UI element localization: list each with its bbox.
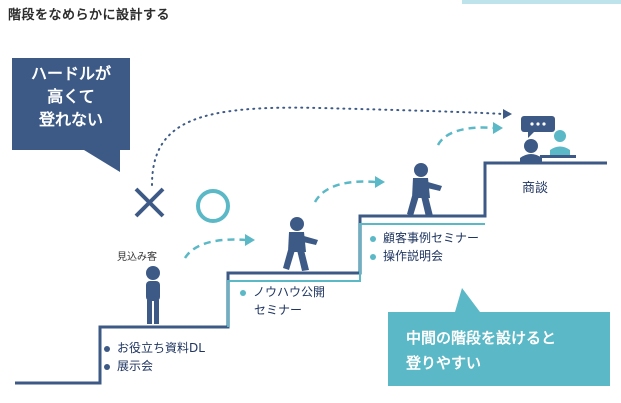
callout-line-2: 登りやすい <box>406 354 482 372</box>
circle-mark <box>196 189 230 223</box>
left-bubble-tail <box>84 150 120 172</box>
dotted-arrow-to-goal <box>151 106 504 186</box>
callout-line-1: 中間の階段を設けると <box>406 329 557 347</box>
step2-list: ノウハウ公開 セミナー <box>240 283 325 319</box>
page-title: 階段をなめらかに設計する <box>8 8 171 23</box>
business-meeting-label: 商談 <box>522 181 549 196</box>
teal-arrow-head-1 <box>245 234 255 246</box>
step1-list: お役立ち資料DL 展示会 <box>104 339 205 375</box>
right-bubble-tail <box>455 288 480 312</box>
walking-person-icon-2 <box>407 163 442 217</box>
teal-dashed-arrow-1 <box>183 238 247 259</box>
step1-item-2: 展示会 <box>104 357 205 375</box>
x-mark-line2 <box>134 187 165 218</box>
teal-dashed-arrow-2 <box>313 180 377 203</box>
step3-list: 顧客事例セミナー 操作説明会 <box>370 229 479 265</box>
meeting-icon <box>520 116 576 163</box>
teal-arrow-head-2 <box>375 176 385 188</box>
dotted-arrow-head <box>503 109 512 119</box>
teal-arrow-head-3 <box>493 122 503 134</box>
step1-item-1: お役立ち資料DL <box>104 339 205 357</box>
walking-person-icon-1 <box>283 217 318 271</box>
step2-item-1: ノウハウ公開 <box>240 283 325 301</box>
top-accent-bar <box>462 0 621 4</box>
prospect-person-icon <box>146 266 160 324</box>
staircase-outline <box>15 161 607 385</box>
step2-item-1-cont: セミナー <box>254 303 303 317</box>
step3-item-2: 操作説明会 <box>370 247 479 265</box>
hurdle-line-2: 高くて <box>47 87 95 106</box>
prospect-label: 見込み客 <box>117 252 157 263</box>
staircase-teal-accent <box>227 223 485 327</box>
hurdle-callout: ハードルが 高くて 登れない <box>12 58 130 150</box>
step3-item-1: 顧客事例セミナー <box>370 229 479 247</box>
teal-dashed-arrow-3 <box>436 126 495 146</box>
hurdle-line-3: 登れない <box>38 110 103 129</box>
hurdle-line-1: ハードルが <box>30 64 111 83</box>
intermediate-steps-callout: 中間の階段を設けると 登りやすい <box>388 312 610 386</box>
